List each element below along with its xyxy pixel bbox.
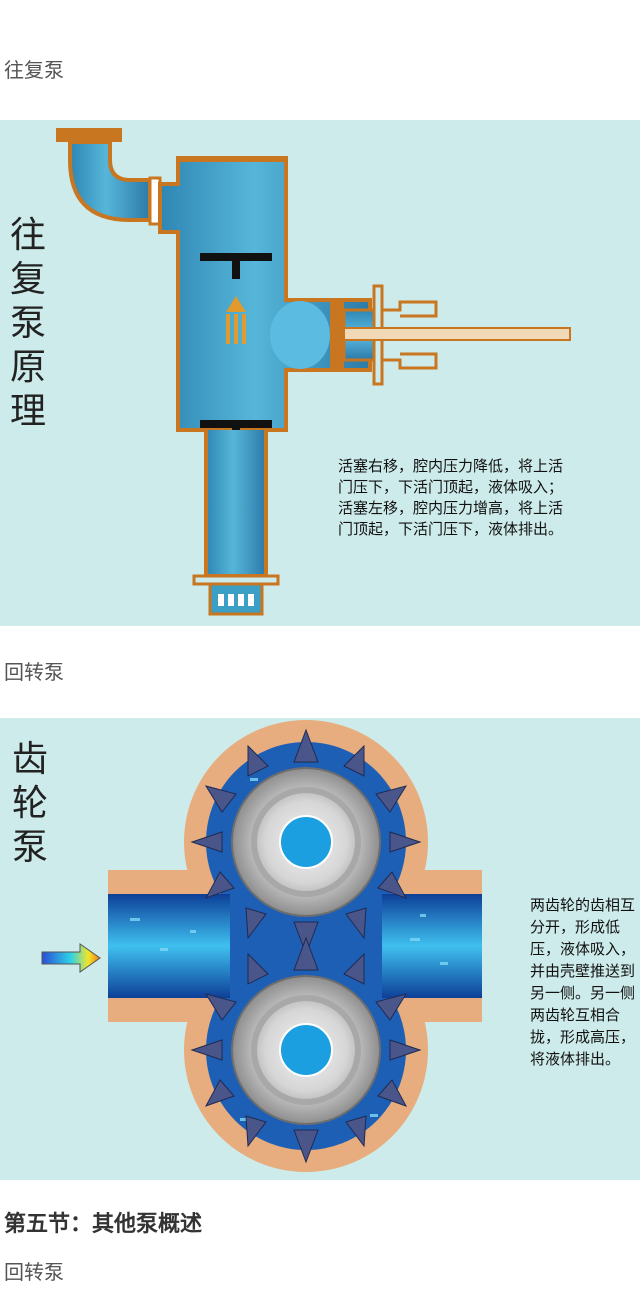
- piston: [330, 302, 344, 368]
- chamber-top-rim: [176, 156, 288, 162]
- lower-gear-ring: [251, 995, 361, 1105]
- reciprocating-title-char: 往: [9, 215, 46, 256]
- caption-rotary-pump: 回转泵: [4, 660, 64, 684]
- lower-gear-teeth: [190, 936, 422, 1164]
- reciprocating-pump-figure: 往 复 泵 原 理 活塞右移，腔内压力降低，将上活 门压下，下活门顶起，液体吸入…: [0, 120, 640, 626]
- outlet-flange: [56, 128, 122, 142]
- outlet-elbow-pipe: [68, 140, 152, 222]
- reciprocating-pump-diagram: [0, 120, 640, 626]
- caption-reciprocating-pump: 往复泵: [4, 58, 64, 82]
- reciprocating-description: 活塞右移，腔内压力降低，将上活 门压下，下活门顶起，液体吸入； 活塞左移，腔内压…: [338, 456, 563, 540]
- gear-pump-description: 两齿轮的齿相互分开，形成低压，液体吸入，并由壳壁推送到另一侧。另一侧两齿轮互相合…: [530, 896, 636, 1068]
- gear-pump-title: 齿 轮 泵: [8, 738, 52, 870]
- upper-valve-plate: [200, 253, 272, 261]
- gear-pump-figure: 齿 轮 泵 两齿轮的齿相互分开，形成低压，液体吸入，并由壳壁推送到另一侧。另一侧…: [0, 718, 640, 1180]
- reciprocating-title: 往 复 泵 原 理: [6, 214, 50, 434]
- gear-title-char: 齿: [11, 739, 48, 780]
- upper-valve-stem: [232, 261, 240, 279]
- packing-gland: [382, 300, 438, 370]
- description-line: 门顶起，下活门压下，液体排出。: [338, 520, 564, 538]
- upper-gear-shaft: [279, 815, 333, 869]
- description-line: 活塞左移，腔内压力增高，将上活: [338, 499, 564, 517]
- upper-gear-ring: [251, 787, 361, 897]
- upper-gear-teeth: [190, 728, 422, 956]
- section-heading: 第五节：其他泵概述: [4, 1212, 203, 1237]
- caption-rotary-pump-2: 回转泵: [4, 1260, 64, 1284]
- gear-pump-diagram: [0, 718, 640, 1180]
- suction-pipe: [204, 430, 268, 578]
- piston-cylinder-bulge: [270, 301, 330, 369]
- flow-arrows: [226, 296, 246, 344]
- reciprocating-title-char: 泵: [9, 303, 46, 344]
- description-line: 门压下，下活门顶起，液体吸入；: [338, 478, 564, 496]
- inlet-arrow: [41, 943, 101, 973]
- suction-strainer: [208, 582, 264, 616]
- reciprocating-title-char: 理: [9, 391, 46, 432]
- piston-rod: [343, 327, 571, 341]
- gear-title-char: 泵: [11, 827, 48, 868]
- lower-valve-plate: [200, 420, 272, 428]
- description-line: 活塞右移，腔内压力降低，将上活: [338, 457, 564, 475]
- reciprocating-title-char: 原: [9, 347, 46, 388]
- reciprocating-title-char: 复: [9, 259, 46, 300]
- lower-gear-shaft: [279, 1023, 333, 1077]
- strainer-holes: [218, 594, 254, 606]
- gear-title-char: 轮: [11, 783, 48, 824]
